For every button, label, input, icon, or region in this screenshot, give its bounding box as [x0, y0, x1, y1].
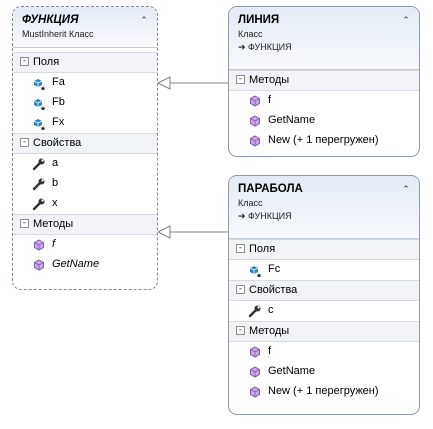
- class-header[interactable]: ЛИНИЯ Класс ➔ ФУНКЦИЯ ⌃: [229, 7, 419, 70]
- field-name: Fb: [52, 96, 65, 108]
- field-cube-icon: [249, 266, 262, 277]
- member-row[interactable]: Fx: [13, 113, 157, 133]
- method-name: f: [268, 94, 272, 106]
- method-cube-icon: [250, 346, 260, 358]
- class-stereotype: Класс: [238, 198, 263, 208]
- method-name: GetName: [268, 114, 316, 126]
- member-row[interactable]: f: [229, 91, 419, 111]
- class-funktsiya[interactable]: ФУНКЦИЯ MustInherit Класс ⌃ - Поля Fa Fb…: [12, 6, 158, 290]
- field-name: Fc: [268, 263, 281, 275]
- property-name: x: [52, 197, 58, 209]
- method-cube-icon: [250, 366, 260, 378]
- member-row[interactable]: GetName: [229, 362, 419, 382]
- section-methods[interactable]: - Методы: [229, 321, 419, 342]
- method-name: New (+ 1 перегружен): [268, 385, 379, 397]
- minus-toggle-icon[interactable]: -: [236, 284, 245, 294]
- section-fields[interactable]: - Поля: [229, 239, 419, 260]
- liniya-inheritance-arrow: [156, 76, 171, 90]
- section-fields[interactable]: - Поля: [13, 52, 157, 73]
- class-stereotype: Класс: [238, 29, 263, 39]
- property-name: c: [268, 304, 274, 316]
- member-row[interactable]: x: [13, 194, 157, 214]
- field-cube-icon: [33, 99, 46, 110]
- class-header[interactable]: ПАРАБОЛА Класс ➔ ФУНКЦИЯ ⌃: [229, 176, 419, 239]
- member-row[interactable]: Fb: [13, 93, 157, 113]
- section-label: Поля: [33, 56, 60, 68]
- member-row[interactable]: New (+ 1 перегружен): [229, 382, 419, 402]
- class-title: ПАРАБОЛА: [238, 183, 303, 195]
- member-row[interactable]: Fc: [229, 260, 419, 280]
- method-name: f: [52, 238, 56, 250]
- method-cube-icon: [250, 135, 260, 147]
- method-cube-icon: [34, 259, 44, 271]
- minus-toggle-icon[interactable]: -: [20, 137, 29, 147]
- section-methods[interactable]: - Методы: [229, 70, 419, 91]
- minus-toggle-icon[interactable]: -: [236, 74, 245, 84]
- method-cube-icon: [250, 115, 260, 127]
- member-row[interactable]: f: [13, 235, 157, 255]
- minus-toggle-icon[interactable]: -: [236, 325, 245, 335]
- wrench-property-icon: [32, 198, 45, 211]
- method-name: f: [268, 345, 272, 357]
- section-label: Свойства: [33, 137, 82, 149]
- member-row[interactable]: GetName: [13, 255, 157, 275]
- member-row[interactable]: a: [13, 154, 157, 174]
- method-name: New (+ 1 перегружен): [268, 134, 379, 146]
- section-properties[interactable]: - Свойства: [229, 280, 419, 301]
- member-row[interactable]: f: [229, 342, 419, 362]
- field-cube-icon: [33, 119, 46, 130]
- member-row[interactable]: Fa: [13, 73, 157, 93]
- member-row[interactable]: GetName: [229, 111, 419, 131]
- section-properties[interactable]: - Свойства: [13, 133, 157, 154]
- section-label: Методы: [249, 74, 290, 86]
- double-chevron-up-icon[interactable]: ⌃: [140, 14, 148, 25]
- field-name: Fa: [52, 76, 65, 88]
- section-label: Свойства: [249, 284, 298, 296]
- member-row[interactable]: New (+ 1 перегружен): [229, 131, 419, 151]
- property-name: a: [52, 157, 59, 169]
- class-title: ЛИНИЯ: [238, 14, 280, 26]
- class-stereotype: MustInherit Класс: [22, 29, 94, 39]
- field-name: Fx: [52, 116, 65, 128]
- section-label: Методы: [249, 325, 290, 337]
- wrench-property-icon: [32, 158, 45, 171]
- section-methods[interactable]: - Методы: [13, 214, 157, 235]
- member-row[interactable]: b: [13, 174, 157, 194]
- class-title: ФУНКЦИЯ: [22, 14, 79, 26]
- section-label: Методы: [33, 218, 74, 230]
- member-row[interactable]: c: [229, 301, 419, 321]
- field-cube-icon: [33, 79, 46, 90]
- method-cube-icon: [250, 95, 260, 107]
- method-cube-icon: [34, 239, 44, 251]
- wrench-property-icon: [32, 178, 45, 191]
- property-name: b: [52, 177, 59, 189]
- minus-toggle-icon[interactable]: -: [20, 218, 29, 228]
- minus-toggle-icon[interactable]: -: [236, 243, 245, 253]
- method-name: GetName: [52, 258, 100, 270]
- base-class-link[interactable]: ➔ ФУНКЦИЯ: [238, 42, 292, 52]
- double-chevron-up-icon[interactable]: ⌃: [402, 14, 410, 25]
- base-class-link[interactable]: ➔ ФУНКЦИЯ: [238, 211, 292, 221]
- wrench-property-icon: [248, 305, 261, 318]
- double-chevron-up-icon[interactable]: ⌃: [402, 183, 410, 194]
- class-parabola[interactable]: ПАРАБОЛА Класс ➔ ФУНКЦИЯ ⌃ - Поля Fc - С…: [228, 175, 420, 415]
- section-label: Поля: [249, 243, 276, 255]
- class-liniya[interactable]: ЛИНИЯ Класс ➔ ФУНКЦИЯ ⌃ - Методы f GetNa…: [228, 6, 420, 157]
- method-cube-icon: [250, 386, 260, 398]
- class-header[interactable]: ФУНКЦИЯ MustInherit Класс ⌃: [13, 7, 157, 48]
- minus-toggle-icon[interactable]: -: [20, 56, 29, 66]
- method-name: GetName: [268, 365, 316, 377]
- parabola-inheritance-arrow: [156, 225, 171, 239]
